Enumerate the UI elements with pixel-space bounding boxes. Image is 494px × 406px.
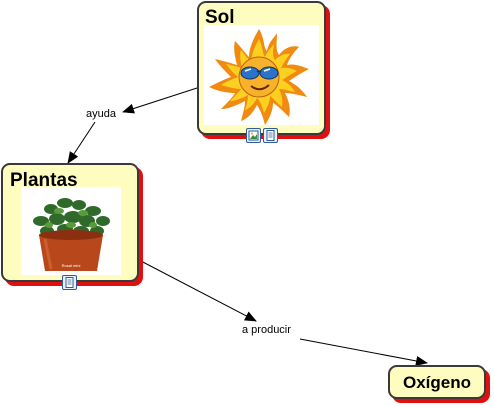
link-label-ayuda[interactable]: ayuda: [84, 108, 118, 121]
link-line-plantas-to-a-producir: [138, 259, 257, 322]
sol-resource-icons: [246, 128, 278, 143]
potted-plant-image: Rosal mini: [21, 187, 121, 275]
sun-icon: [209, 29, 309, 125]
link-label-a-producir[interactable]: a producir: [240, 324, 293, 337]
concept-title-plantas: Plantas: [10, 170, 78, 191]
concept-title-oxigeno: Oxígeno: [402, 373, 471, 392]
document-resource-icon[interactable]: [263, 128, 278, 143]
image-resource-icon[interactable]: [246, 128, 261, 143]
link-line-a-producir-to-oxigeno: [299, 338, 428, 366]
plant-icon: Rosal mini: [33, 198, 110, 271]
concept-node-oxigeno[interactable]: Oxígeno: [388, 365, 486, 399]
plantas-resource-icons: [62, 275, 77, 290]
concept-node-sol[interactable]: Sol: [197, 1, 326, 143]
document-resource-icon[interactable]: [62, 275, 77, 290]
concept-node-plantas[interactable]: Plantas: [1, 163, 139, 290]
concept-title-sol: Sol: [205, 7, 235, 28]
link-line-sol-to-ayuda: [122, 87, 198, 114]
link-line-ayuda-to-plantas: [67, 121, 96, 164]
sun-image: [204, 25, 319, 125]
pot-label: Rosal mini: [62, 263, 81, 268]
